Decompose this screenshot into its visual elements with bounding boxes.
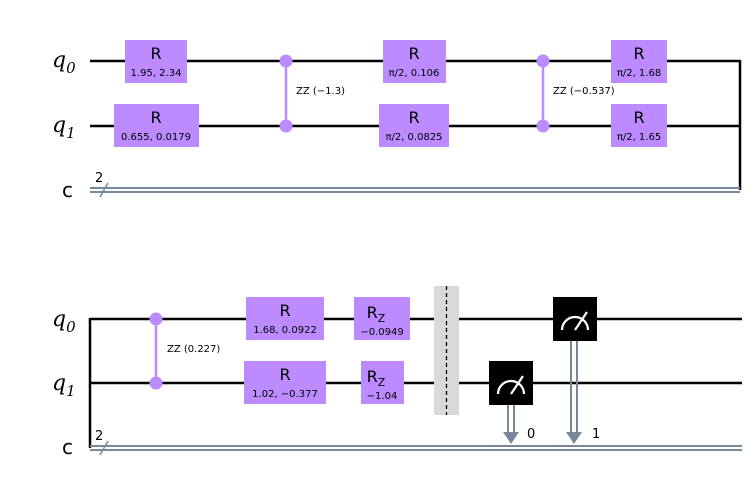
svg-text:R: R xyxy=(408,108,419,127)
r-gate-q0-3: R π/2, 1.68 xyxy=(611,40,667,83)
r-gate-q0-1: R 1.95, 2.34 xyxy=(125,40,187,83)
zz-gate-1: ZZ (−1.3) xyxy=(279,54,345,133)
svg-text:π/2, 1.68: π/2, 1.68 xyxy=(617,68,661,79)
zz-gate-3: ZZ (0.227) xyxy=(149,312,220,390)
barrier xyxy=(434,286,459,415)
svg-text:π/2, 0.106: π/2, 0.106 xyxy=(389,68,440,79)
r-gate-q0-4: R 1.68, 0.0922 xyxy=(246,297,324,340)
svg-text:π/2, 0.0825: π/2, 0.0825 xyxy=(385,132,442,143)
svg-text:1: 1 xyxy=(592,427,600,442)
svg-text:R: R xyxy=(279,301,290,320)
meter-icon xyxy=(560,315,590,331)
measure-gate-q0: 1 xyxy=(553,297,600,444)
measure-gate-q1: 0 xyxy=(489,361,535,444)
classical-register-size: 2 xyxy=(95,171,103,186)
svg-text:R: R xyxy=(408,44,419,63)
register-label-c-row2: c xyxy=(62,435,73,459)
svg-text:R: R xyxy=(150,108,161,127)
svg-text:ZZ (−0.537): ZZ (−0.537) xyxy=(553,86,615,97)
r-gate-q1-2: R π/2, 0.0825 xyxy=(379,104,449,147)
register-label-q1: q1 xyxy=(52,113,76,142)
register-label-q0: q0 xyxy=(52,48,76,77)
svg-text:1.68, 0.0922: 1.68, 0.0922 xyxy=(253,325,317,336)
svg-text:R: R xyxy=(279,365,290,384)
svg-text:1.02, −0.377: 1.02, −0.377 xyxy=(252,389,318,400)
register-label-c: c xyxy=(62,178,73,202)
r-gate-q1-3: R π/2, 1.65 xyxy=(611,104,667,147)
register-label-q1-row2: q1 xyxy=(52,371,76,400)
svg-text:−0.0949: −0.0949 xyxy=(360,327,403,338)
svg-text:−1.04: −1.04 xyxy=(367,391,398,402)
classical-register-slash xyxy=(99,182,109,198)
svg-text:R: R xyxy=(150,44,161,63)
svg-text:ZZ (−1.3): ZZ (−1.3) xyxy=(296,86,345,97)
meter-needle-icon xyxy=(510,375,524,395)
rz-gate-q1: RZ −1.04 xyxy=(361,361,404,404)
classical-register-slash-row2 xyxy=(99,440,109,456)
svg-text:R: R xyxy=(633,108,644,127)
classical-register-size-row2: 2 xyxy=(95,429,103,444)
svg-text:1.95, 2.34: 1.95, 2.34 xyxy=(131,68,182,79)
svg-text:R: R xyxy=(633,44,644,63)
register-label-q0-row2: q0 xyxy=(52,307,76,336)
svg-text:π/2, 1.65: π/2, 1.65 xyxy=(617,132,661,143)
r-gate-q1-4: R 1.02, −0.377 xyxy=(244,361,326,404)
meter-needle-icon xyxy=(574,311,588,331)
svg-text:ZZ (0.227): ZZ (0.227) xyxy=(167,344,220,355)
r-gate-q1-1: R 0.655, 0.0179 xyxy=(114,104,199,147)
svg-text:RZ: RZ xyxy=(367,303,386,325)
meter-icon xyxy=(496,379,526,395)
svg-text:0.655, 0.0179: 0.655, 0.0179 xyxy=(121,132,191,143)
zz-gate-2: ZZ (−0.537) xyxy=(536,54,615,133)
r-gate-q0-2: R π/2, 0.106 xyxy=(383,40,446,83)
svg-text:RZ: RZ xyxy=(367,367,386,389)
rz-gate-q0: RZ −0.0949 xyxy=(354,297,410,340)
svg-text:0: 0 xyxy=(527,427,535,442)
